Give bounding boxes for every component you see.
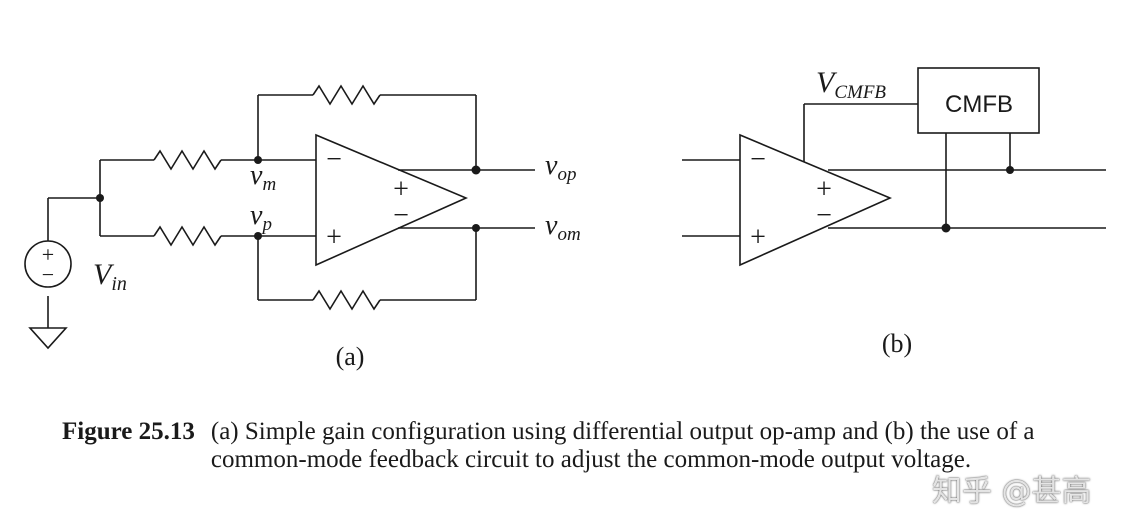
vop-label: v [545, 150, 558, 181]
vin-label: V [93, 258, 115, 291]
feedback-resistor-top [312, 84, 381, 106]
junction-dot [96, 194, 104, 202]
figure-label: Figure 25.13 [62, 418, 195, 445]
junction-dot-vop [471, 165, 481, 175]
svg-text:vm: vm [250, 160, 276, 195]
vcmfb-subscript: CMFB [834, 82, 886, 103]
cmfb-block-label: CMFB [945, 91, 1013, 118]
junction-dot-cmfb-top [1006, 166, 1014, 174]
opamp-b [739, 133, 893, 267]
opamp-a [315, 133, 469, 267]
ground-symbol [28, 296, 68, 350]
watermark: 知乎 @甚高 [932, 474, 1092, 509]
vin-subscript: in [111, 273, 127, 295]
opamp-b-input-minus: − [750, 144, 766, 175]
svg-text:vop: vop [545, 150, 576, 185]
vom-subscript: om [557, 224, 580, 245]
panel-b-label: (b) [882, 329, 912, 358]
svg-text:VCMFB: VCMFB [816, 66, 886, 103]
input-resistor-top [153, 149, 222, 171]
junction-dot-vm [254, 156, 262, 164]
opamp-a-input-minus: − [326, 144, 342, 175]
vm-subscript: m [262, 174, 276, 195]
svg-text:vom: vom [545, 210, 581, 245]
junction-dot-cmfb-bottom [941, 223, 951, 233]
vop-subscript: op [557, 164, 576, 185]
opamp-a-input-plus: + [326, 222, 342, 253]
cmfb-block [917, 67, 1040, 134]
opamp-b-output-minus: − [816, 200, 832, 231]
vp-subscript: p [260, 214, 272, 235]
opamp-b-output-plus: + [816, 174, 832, 205]
opamp-a-output-plus: + [393, 174, 409, 205]
caption-text: (a) Simple gain configuration using diff… [210, 418, 1035, 473]
svg-text:vp: vp [250, 200, 272, 235]
vcmfb-label: V [816, 66, 838, 99]
input-resistor-bottom [153, 225, 222, 247]
figure-caption: Figure 25.13 (a) Simple gain configurati… [62, 418, 1102, 474]
junction-dot-vp [254, 232, 262, 240]
vom-label: v [545, 210, 558, 241]
vm-label: v [250, 160, 263, 191]
vp-label: v [250, 200, 263, 231]
opamp-b-input-plus: + [750, 222, 766, 253]
svg-text:Vin: Vin [93, 258, 127, 295]
panel-a-label: (a) [336, 342, 365, 371]
opamp-a-output-minus: − [393, 200, 409, 231]
junction-dot-vom [472, 224, 480, 232]
source-minus-sign: − [42, 262, 54, 287]
source-plus-sign: + [42, 242, 54, 267]
feedback-resistor-bottom [312, 289, 381, 311]
